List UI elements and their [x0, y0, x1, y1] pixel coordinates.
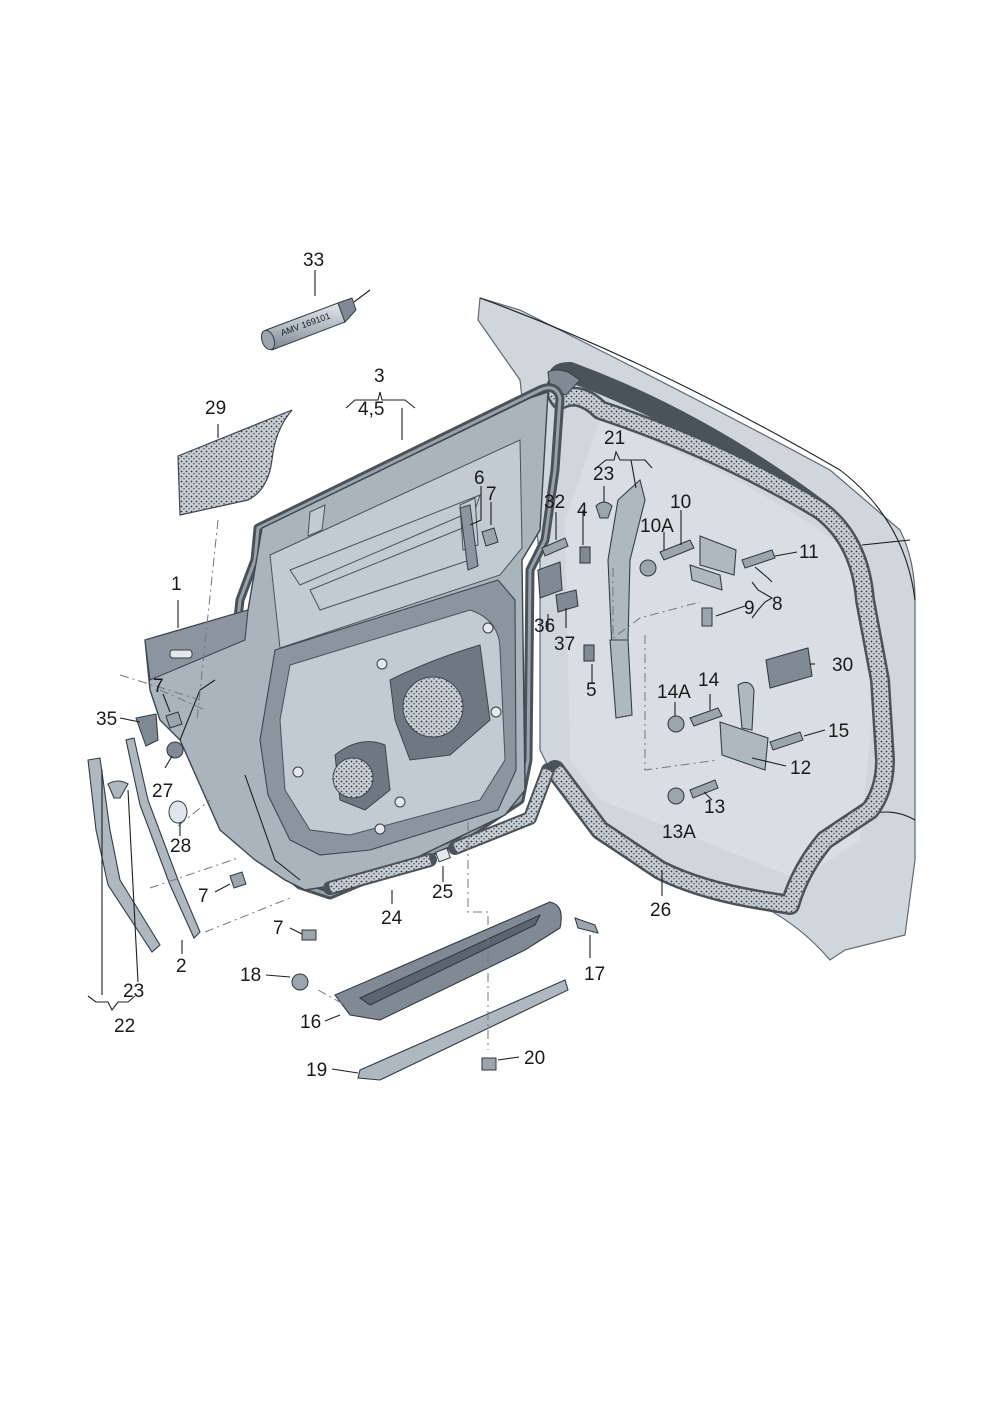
- label-13a: 13A: [662, 822, 696, 843]
- label-10a: 10A: [640, 516, 674, 537]
- bolt-7-upper: [165, 711, 183, 729]
- clip-27: [166, 741, 184, 759]
- label-20: 20: [524, 1048, 545, 1069]
- label-14a: 14A: [657, 682, 691, 703]
- label-8: 8: [772, 594, 783, 615]
- trim-strip-2: [125, 737, 201, 939]
- bolt-7-window: [481, 527, 499, 547]
- label-16: 16: [300, 1012, 321, 1033]
- label-27: 27: [152, 781, 173, 802]
- sill-trim-16: [334, 901, 562, 1021]
- trim-strip-22: [87, 757, 161, 953]
- lower-seal-strips: [323, 763, 555, 895]
- label-17: 17: [584, 964, 605, 985]
- vehicle-body-panel: [477, 297, 916, 961]
- callout-labels: 33 29 3 4,5 6 7 1 7 35 27 28 7 7 2 23 22…: [96, 250, 853, 1081]
- label-15: 15: [828, 721, 849, 742]
- label-5: 5: [586, 680, 597, 701]
- bolt-20: [481, 1057, 497, 1071]
- label-26: 26: [650, 900, 671, 921]
- label-19: 19: [306, 1060, 327, 1081]
- label-30: 30: [832, 655, 853, 676]
- label-23-left: 23: [123, 981, 144, 1002]
- label-21: 21: [604, 428, 625, 449]
- clip-4: [579, 546, 591, 564]
- label-25: 25: [432, 882, 453, 903]
- label-35: 35: [96, 709, 117, 730]
- label-1: 1: [171, 574, 182, 595]
- insulation-pad-29: [177, 409, 293, 516]
- label-10: 10: [670, 492, 691, 513]
- label-32: 32: [544, 492, 565, 513]
- plug-28: [168, 800, 188, 824]
- label-7-low: 7: [273, 918, 284, 939]
- tape-roll-30: [765, 647, 813, 689]
- pillar-trim-21: [607, 478, 646, 651]
- label-33: 33: [303, 250, 324, 271]
- label-14: 14: [698, 670, 720, 691]
- label-28: 28: [170, 836, 191, 857]
- label-7-window: 7: [486, 484, 497, 505]
- bolt-7-mid: [229, 871, 247, 889]
- leader-lines: [87, 270, 826, 1074]
- label-9: 9: [744, 598, 755, 619]
- label-4: 4: [577, 500, 588, 521]
- label-29: 29: [205, 398, 226, 419]
- label-36: 36: [534, 616, 555, 637]
- clip-5: [583, 644, 595, 662]
- label-13: 13: [704, 797, 725, 818]
- hinge-lower-12: [667, 681, 804, 805]
- reference-lines: [119, 519, 719, 1050]
- screw-17: [574, 917, 599, 934]
- pillar-trim-21-lower: [609, 639, 633, 719]
- window-channel-6: [459, 504, 479, 571]
- bolt-7-low: [301, 929, 317, 941]
- label-18: 18: [240, 965, 261, 986]
- rear-door-shell: [144, 391, 549, 891]
- label-7-mid: 7: [198, 886, 209, 907]
- hinge-upper-8: [639, 535, 776, 627]
- sill-strip-19: [357, 979, 569, 1081]
- label-2: 2: [176, 956, 187, 977]
- label-11: 11: [799, 542, 819, 563]
- label-4-5: 4,5: [358, 399, 384, 420]
- nut-18: [291, 973, 309, 991]
- label-37: 37: [554, 634, 575, 655]
- clip-23: [107, 780, 129, 799]
- label-3: 3: [374, 366, 385, 387]
- sealant-can-33: AMV 169101: [260, 289, 371, 351]
- label-6: 6: [474, 468, 485, 489]
- label-22: 22: [114, 1016, 135, 1037]
- catch-36: [537, 561, 563, 599]
- catch-37: [555, 589, 579, 613]
- clip-23-pillar: [595, 501, 613, 519]
- label-23-pillar: 23: [593, 464, 614, 485]
- clip-35: [135, 713, 159, 747]
- label-7-upper: 7: [153, 676, 164, 697]
- label-12: 12: [790, 758, 811, 779]
- bolt-32: [541, 537, 569, 557]
- label-24: 24: [381, 908, 403, 929]
